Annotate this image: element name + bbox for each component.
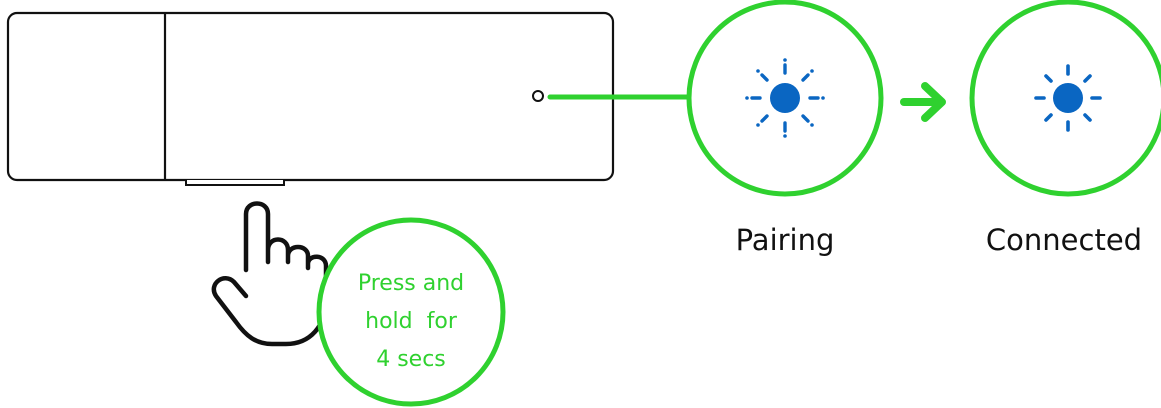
pairing-label: Pairing (736, 223, 835, 257)
device-body (6, 11, 615, 182)
led-core (1053, 83, 1083, 113)
callout-circle (316, 217, 506, 407)
callout-line-3: 4 secs (376, 347, 446, 372)
pointing-hand-icon (211, 201, 329, 347)
led-indicator (532, 90, 544, 102)
callout-line-2: hold for (365, 309, 458, 334)
connected-label: Connected (986, 223, 1142, 257)
pairing-stage: Pairing (686, 0, 884, 257)
led-light-icon (745, 58, 825, 138)
press-hold-callout: Press and hold for 4 secs (316, 217, 506, 407)
connected-stage: Connected (969, 0, 1161, 257)
led-solid-icon (1034, 64, 1102, 132)
callout-line-1: Press and (358, 271, 464, 296)
led-core (770, 83, 800, 113)
arrow-right-icon (900, 82, 946, 122)
device (6, 11, 615, 186)
pairing-button[interactable] (185, 180, 285, 186)
